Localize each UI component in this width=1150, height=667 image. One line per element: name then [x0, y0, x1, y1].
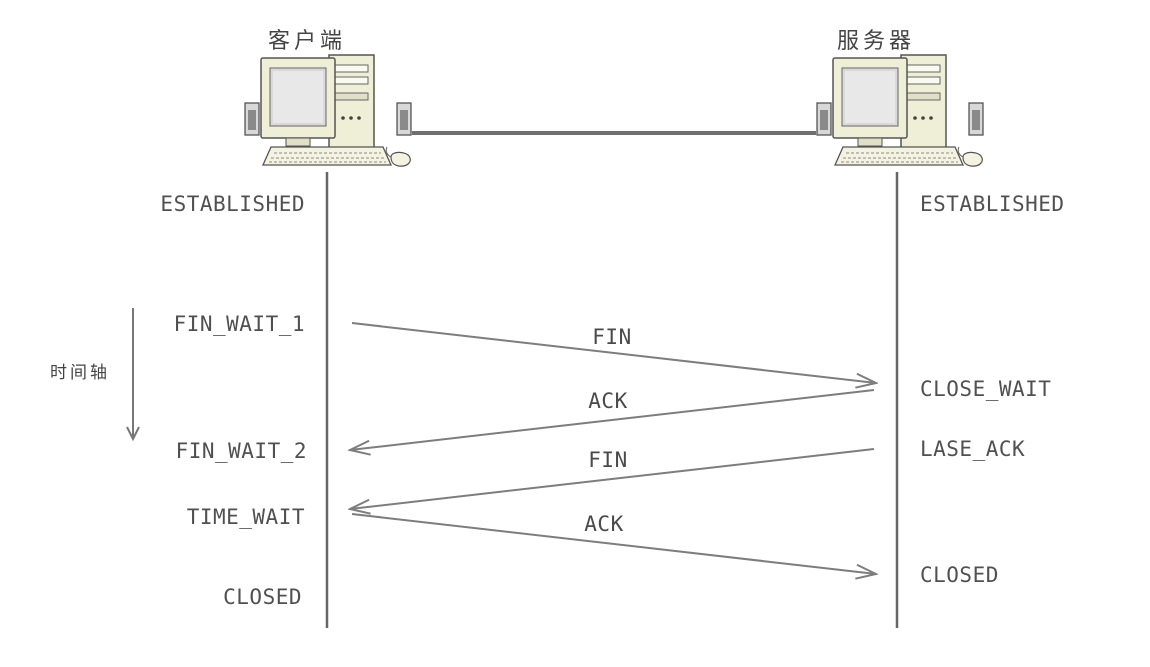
server-state-last-ack: LASE_ACK	[920, 437, 1025, 461]
server-state-close-wait: CLOSE_WAIT	[920, 377, 1051, 401]
message-arrow-ack-1	[350, 389, 875, 450]
time-axis-label: 时间轴	[50, 363, 110, 383]
client-state-fin-wait-1: FIN_WAIT_1	[174, 312, 305, 336]
message-arrow-fin-1	[351, 322, 876, 383]
message-arrow-ack-2	[351, 513, 876, 574]
server-state-closed: CLOSED	[920, 563, 999, 587]
message-label-ack-1: ACK	[588, 389, 627, 413]
client-state-established: ESTABLISHED	[160, 192, 305, 216]
client-state-time-wait: TIME_WAIT	[187, 505, 305, 529]
message-label-fin-1: FIN	[592, 325, 631, 349]
server-title: 服务器	[837, 29, 915, 54]
client-title: 客户端	[268, 29, 346, 54]
client-state-closed: CLOSED	[223, 585, 302, 609]
message-label-ack-2: ACK	[584, 512, 623, 536]
message-arrow-fin-2	[350, 448, 875, 509]
server-state-established: ESTABLISHED	[920, 192, 1065, 216]
client-computer-icon	[244, 54, 412, 167]
time-axis-arrow-icon	[126, 426, 140, 442]
server-computer-icon	[816, 54, 984, 167]
client-state-fin-wait-2: FIN_WAIT_2	[176, 439, 307, 463]
message-label-fin-2: FIN	[588, 448, 627, 472]
